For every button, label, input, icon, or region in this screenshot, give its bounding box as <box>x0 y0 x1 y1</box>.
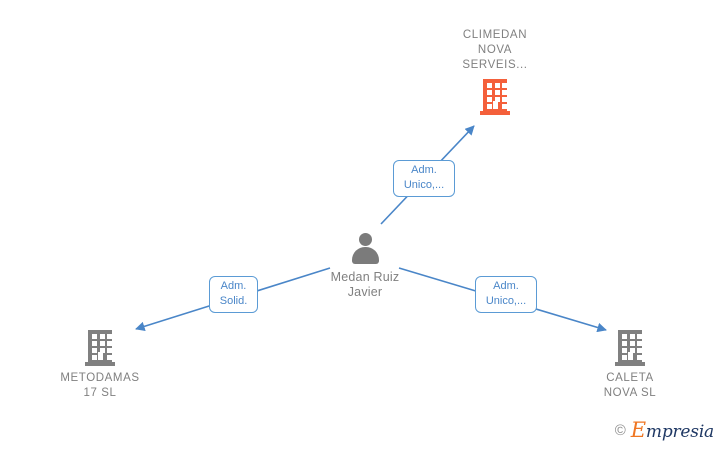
brand-rest: mpresia <box>645 422 714 442</box>
node-label-metodamas: METODAMAS 17 SL <box>60 372 140 399</box>
node-label-person: Medan Ruiz Javier <box>330 270 400 299</box>
person-icon <box>348 232 382 266</box>
node-person-medan-ruiz-javier[interactable]: Medan Ruiz Javier <box>290 232 440 300</box>
edge-label-climedan[interactable]: Adm. Unico,... <box>393 160 455 197</box>
building-icon <box>85 330 115 366</box>
node-company-climedan[interactable]: CLIMEDAN NOVA SERVEIS... <box>420 28 570 115</box>
node-company-metodamas[interactable]: METODAMAS 17 SL <box>25 330 175 401</box>
building-icon <box>480 79 510 115</box>
node-company-caleta[interactable]: CALETA NOVA SL <box>555 330 705 401</box>
node-label-caleta: CALETA NOVA SL <box>603 372 657 399</box>
brand-initial: E <box>630 418 646 442</box>
edge-label-metodamas[interactable]: Adm. Solid. <box>209 276 258 313</box>
copyright-icon: © <box>614 421 626 439</box>
building-icon <box>615 330 645 366</box>
brand-wordmark: Empresia <box>631 418 714 442</box>
node-label-climedan: CLIMEDAN NOVA SERVEIS... <box>462 29 528 71</box>
watermark-empresia: © Empresia <box>615 418 714 442</box>
edge-label-caleta[interactable]: Adm. Unico,... <box>475 276 537 313</box>
